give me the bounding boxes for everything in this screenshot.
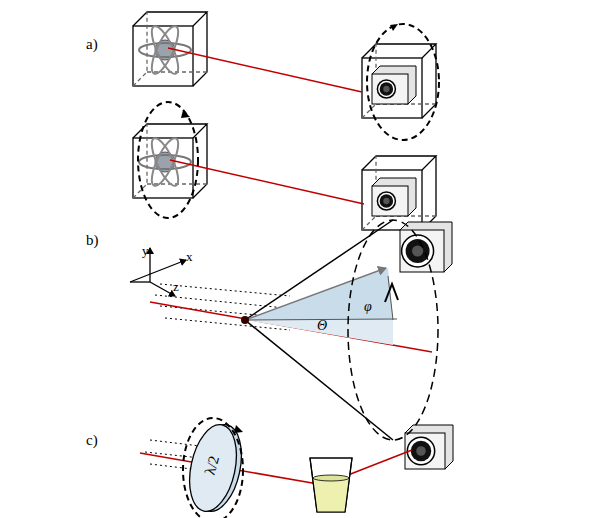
panel-label: a) <box>86 37 98 52</box>
panel-label: c) <box>86 433 98 448</box>
cuvette <box>310 458 352 512</box>
axis-label: y <box>142 244 149 257</box>
chamber-cube <box>133 124 207 198</box>
chamber-cube <box>362 44 436 118</box>
trapped-particle <box>139 23 191 77</box>
axis-label: z <box>173 280 179 293</box>
laser-beam <box>168 48 362 92</box>
chamber-cube <box>362 156 436 230</box>
axis-label: x <box>186 250 193 263</box>
angle-label: φ <box>364 300 372 314</box>
rotation-path <box>367 24 439 140</box>
cone-rim <box>348 220 438 440</box>
panel-label: b) <box>86 233 99 248</box>
camera <box>400 222 452 272</box>
axes <box>130 248 186 296</box>
sample-point <box>241 316 249 324</box>
camera <box>372 178 416 216</box>
camera <box>405 425 453 469</box>
rotation-path <box>138 102 198 218</box>
trapped-particle <box>139 135 191 189</box>
angle-label: Θ <box>317 319 327 333</box>
camera <box>372 66 416 104</box>
rotation-path <box>183 418 243 518</box>
laser-beam <box>170 160 364 204</box>
angle-fill <box>245 268 393 320</box>
